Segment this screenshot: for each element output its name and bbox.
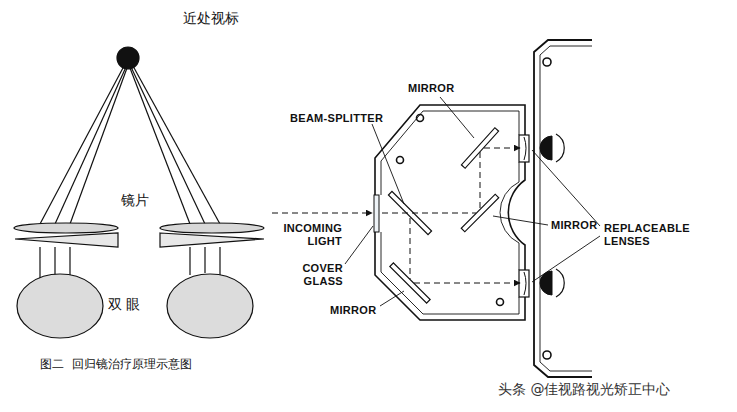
- part-label: MIRROR: [551, 219, 597, 232]
- part-label: COVER GLASS: [283, 262, 343, 287]
- part-label: 镜片: [121, 192, 149, 208]
- part-label: 双 眼: [108, 296, 140, 312]
- part-label: 近处视标: [183, 10, 239, 26]
- near-target-figure: [14, 47, 264, 338]
- part-label: MIRROR: [330, 304, 376, 317]
- part-label: MIRROR: [408, 82, 454, 95]
- watermark: 头条 @佳视路视光矫正中心: [498, 381, 670, 397]
- instrument-figure: [272, 40, 600, 377]
- part-label: INCOMING LIGHT: [270, 222, 342, 247]
- part-label: REPLACEABLE LENSES: [604, 222, 704, 247]
- figure-caption: 图二 回归镜治疗原理示意图: [40, 356, 192, 373]
- part-label: BEAM-SPLITTER: [290, 112, 383, 125]
